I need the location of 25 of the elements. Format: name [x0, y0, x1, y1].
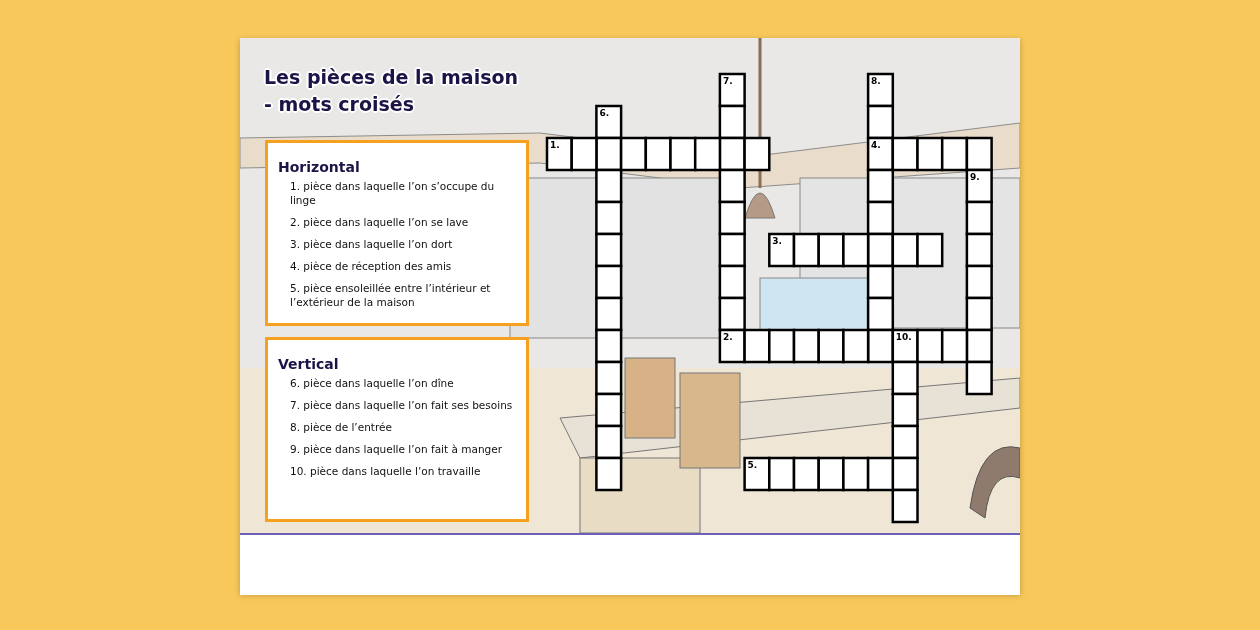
clue-heading: Horizontal: [278, 159, 360, 175]
clue-number: 9.: [969, 173, 980, 182]
clue-number: 3.: [772, 237, 782, 246]
clue-number: 6.: [599, 109, 610, 118]
clue-text: 10. pièce dans laquelle l’on travaille: [290, 464, 482, 478]
clue-number: 7.: [722, 77, 733, 86]
clue-text: 4. pièce de réception des amis: [290, 259, 453, 273]
clue-panel: [265, 140, 529, 326]
clue-number: 1.: [550, 141, 560, 150]
clue-text: 1. pièce dans laquelle l’on s’occupe du linge: [290, 179, 496, 207]
clue-text: 6. pièce dans laquelle l’on dîne: [290, 376, 455, 390]
clue-number: 8.: [871, 77, 881, 86]
clue-number: 4.: [871, 141, 881, 150]
clue-text: 8. pièce de l’entrée: [290, 420, 393, 434]
clue-text: 2. pièce dans laquelle l’on se lave: [290, 215, 470, 229]
clue-panel: [265, 337, 529, 522]
clue-number: 10.: [895, 333, 912, 342]
clue-number: 2.: [722, 333, 733, 342]
clue-text: 5. pièce ensoleillée entre l’intérieur et l’extérieur de la maison: [290, 281, 492, 309]
clue-text: 7. pièce dans laquelle l’on fait ses besoins: [290, 398, 514, 412]
clue-text: 3. pièce dans laquelle l’on dort: [290, 237, 454, 251]
clue-heading: Vertical: [278, 356, 339, 372]
clue-number: 5.: [747, 461, 758, 470]
worksheet-title: Les pièces de la maison - mots croisés: [264, 65, 520, 117]
clue-text: 9. pièce dans laquelle l’on fait à manger: [290, 442, 503, 456]
